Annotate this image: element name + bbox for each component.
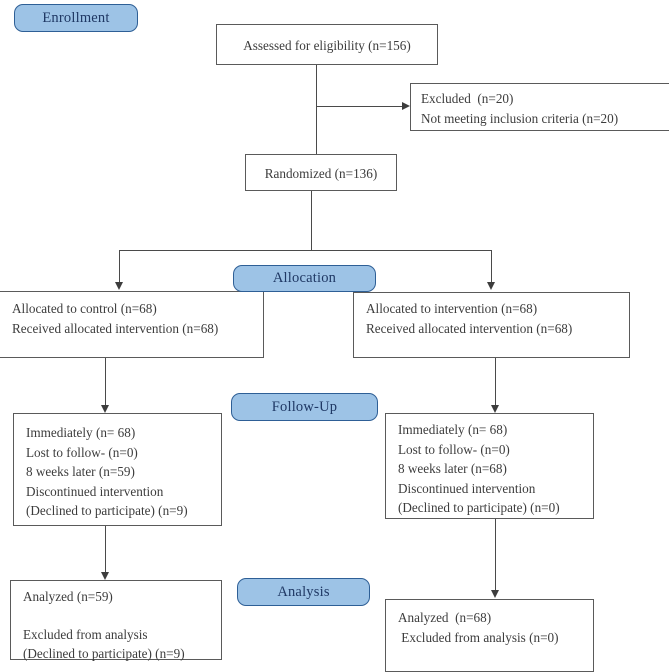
stage-badge-analysis: Analysis [237, 578, 370, 606]
node-excluded: Excluded (n=20) Not meeting inclusion cr… [410, 83, 669, 131]
node-allocated-control-text: Allocated to control (n=68) Received all… [12, 301, 219, 336]
node-followup-intervention-text: Immediately (n= 68) Lost to follow- (n=0… [398, 422, 560, 515]
stage-badge-enrollment-label: Enrollment [42, 9, 110, 26]
node-followup-control-text: Immediately (n= 68) Lost to follow- (n=0… [26, 425, 188, 518]
node-followup-control: Immediately (n= 68) Lost to follow- (n=0… [13, 413, 222, 526]
node-excluded-text: Excluded (n=20) Not meeting inclusion cr… [421, 91, 619, 126]
node-assessed-for-eligibility-text: Assessed for eligibility (n=156) [243, 38, 411, 53]
stage-badge-allocation-label: Allocation [272, 270, 337, 287]
arrowhead-to-intervention-analysis [491, 590, 499, 598]
arrowhead-to-control-allocation [115, 282, 123, 290]
connector-intervention-followup-to-analysis [495, 519, 496, 591]
connector-assessed-to-randomized [316, 65, 317, 154]
arrowhead-to-intervention-allocation [487, 282, 495, 290]
node-followup-intervention: Immediately (n= 68) Lost to follow- (n=0… [385, 413, 594, 519]
arrowhead-to-intervention-followup [491, 405, 499, 413]
connector-assessed-to-excluded [316, 106, 403, 107]
node-analysis-control: Analyzed (n=59) Excluded from analysis (… [10, 580, 222, 661]
node-allocated-intervention: Allocated to intervention (n=68) Receive… [353, 292, 630, 358]
connector-allocation-split-bar [119, 250, 492, 251]
arrowhead-to-control-followup [101, 405, 109, 413]
node-allocated-intervention-text: Allocated to intervention (n=68) Receive… [366, 301, 573, 336]
node-analysis-intervention: Analyzed (n=68) Excluded from analysis (… [385, 599, 594, 672]
connector-intervention-allocation-to-followup [495, 358, 496, 406]
stage-badge-allocation: Allocation [233, 265, 376, 292]
connector-split-to-control [119, 250, 120, 283]
connector-control-allocation-to-followup [105, 358, 106, 406]
node-analysis-control-text: Analyzed (n=59) Excluded from analysis (… [23, 589, 185, 661]
connector-control-followup-to-analysis [105, 526, 106, 573]
node-allocated-control: Allocated to control (n=68) Received all… [0, 291, 264, 358]
node-randomized-text: Randomized (n=136) [264, 166, 378, 181]
node-analysis-intervention-text: Analyzed (n=68) Excluded from analysis (… [398, 610, 559, 645]
arrowhead-to-control-analysis [101, 572, 109, 580]
arrowhead-to-excluded [402, 102, 410, 110]
node-assessed-for-eligibility: Assessed for eligibility (n=156) [216, 24, 438, 65]
stage-badge-analysis-label: Analysis [277, 583, 330, 600]
connector-randomized-down [311, 191, 312, 251]
stage-badge-followup: Follow-Up [231, 393, 378, 421]
connector-split-to-intervention [491, 250, 492, 283]
node-randomized: Randomized (n=136) [245, 154, 397, 191]
stage-badge-followup-label: Follow-Up [271, 398, 338, 415]
stage-badge-enrollment: Enrollment [14, 4, 138, 32]
